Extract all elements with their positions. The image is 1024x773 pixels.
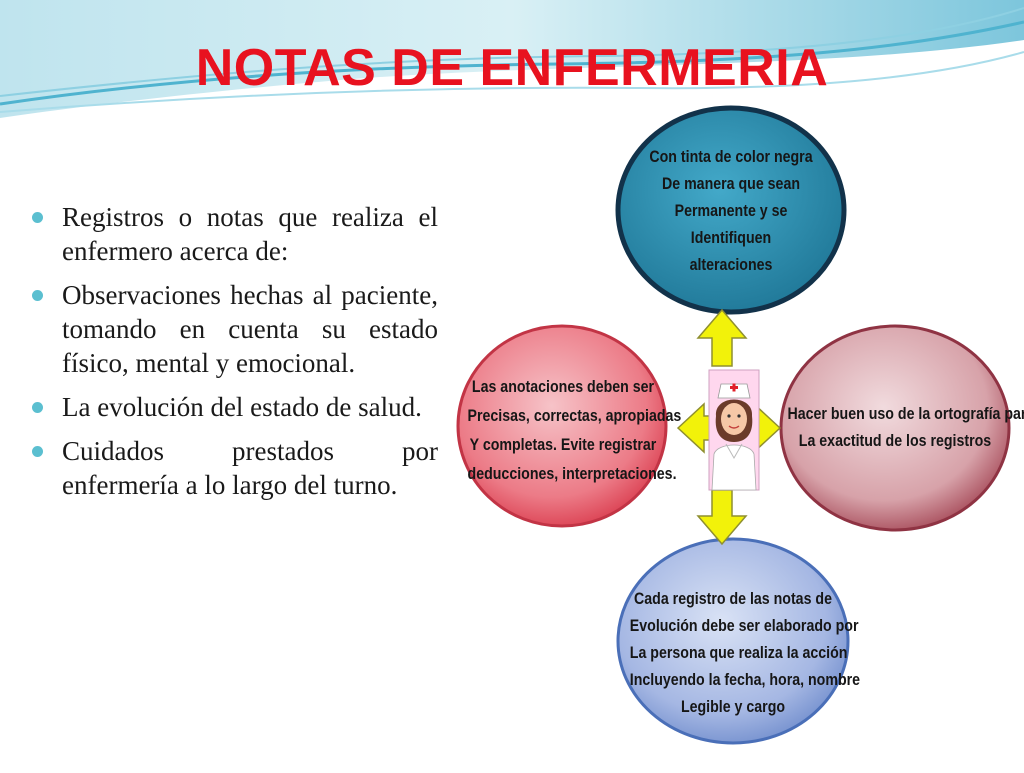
left-circle-line: deducciones, interpretaciones. (467, 465, 677, 483)
top-circle-line: Con tinta de color negra (649, 148, 813, 166)
bullet-item: Cuidados prestados por enfermería a lo l… (32, 434, 438, 502)
bullet-item: La evolución del estado de salud. (32, 390, 438, 424)
bottom-circle-line: La persona que realiza la acción (629, 644, 848, 662)
bottom-circle-line: Evolución debe ser elaborado por (629, 617, 859, 635)
top-circle-line: alteraciones (689, 256, 773, 274)
bullet-icon (32, 290, 43, 301)
bullet-item: Observaciones hechas al paciente, tomand… (32, 278, 438, 380)
right-circle-text: Hacer buen uso de la ortografía para La … (787, 401, 1024, 455)
bullet-list: Registros o notas que realiza el enferme… (32, 200, 438, 512)
bottom-circle-line: Legible y cargo (680, 698, 786, 716)
bullet-icon (32, 446, 43, 457)
right-circle-line: Hacer buen uso de la ortografía para (787, 405, 1024, 423)
bullet-text: Registros o notas que realiza el enferme… (62, 202, 438, 266)
bullet-item: Registros o notas que realiza el enferme… (32, 200, 438, 268)
top-circle-line: Permanente y se (674, 202, 788, 220)
bottom-circle (616, 537, 850, 745)
top-circle-line: De manera que sean (661, 175, 801, 193)
bullet-text: Cuidados prestados por enfermería a lo l… (62, 436, 438, 500)
bottom-circle-line: Cada registro de las notas de (634, 590, 832, 608)
bullet-icon (32, 212, 43, 223)
top-circle-text: Con tinta de color negra De manera que s… (644, 144, 818, 279)
left-circle-line: Precisas, correctas, apropiadas (467, 407, 682, 425)
left-circle-line: Las anotaciones deben ser (471, 378, 655, 396)
nurse-icon (708, 369, 760, 491)
diagram-graphics (456, 105, 1011, 745)
diagram: Con tinta de color negra De manera que s… (450, 98, 1024, 768)
arrow-down-icon (696, 489, 748, 546)
bottom-circle-line: Incluyendo la fecha, hora, nombre (629, 671, 861, 689)
arrow-left-icon (676, 402, 713, 454)
left-circle-line: Y completas. Evite registrar (469, 436, 657, 454)
top-circle-line: Identifiquen (690, 229, 772, 247)
bullet-text: Observaciones hechas al paciente, tomand… (62, 280, 438, 378)
page-title: NOTAS DE ENFERMERIA (195, 39, 829, 97)
header-wave-decoration (0, 0, 1024, 118)
arrow-up-icon (696, 308, 748, 367)
bottom-circle-text: Cada registro de las notas de Evolución … (629, 586, 861, 721)
bullet-text: La evolución del estado de salud. (62, 392, 422, 422)
bullet-icon (32, 402, 43, 413)
right-circle-line: La exactitud de los registros (798, 432, 992, 450)
left-circle-text: Las anotaciones deben ser Precisas, corr… (467, 373, 682, 489)
top-circle (615, 105, 847, 315)
left-circle (456, 324, 668, 528)
